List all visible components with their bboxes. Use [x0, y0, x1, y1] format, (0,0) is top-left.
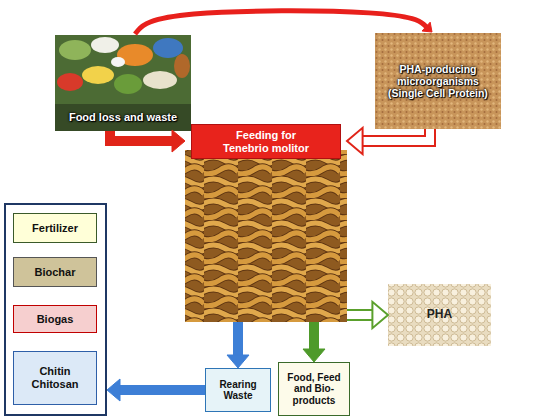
flow-arrow — [347, 302, 388, 328]
node-text: Food loss and waste — [65, 111, 181, 131]
photo-box: PHA — [388, 284, 491, 346]
arrow-shaft — [347, 309, 373, 321]
pha-beads-photo — [388, 284, 491, 346]
arrow-head — [107, 379, 120, 401]
arrow-shaft-inner — [347, 311, 373, 319]
arrow-shaft-inner — [362, 129, 430, 141]
arrow-shaft — [135, 11, 427, 34]
process-box: Food, Feed and Bio-products — [278, 362, 350, 416]
food-waste-photo — [55, 35, 191, 131]
node-text: Biogas — [33, 311, 78, 328]
arrow-head — [172, 130, 185, 152]
arrow-shaft — [119, 385, 205, 395]
photo-box: PHA-producing microorganisms (Single Cel… — [375, 33, 501, 129]
arrow-head — [372, 302, 388, 328]
process-box: Rearing Waste — [205, 368, 271, 412]
arrow-shaft — [110, 131, 173, 141]
product-box: Biochar — [13, 257, 97, 287]
node-text: Feeding for Tenebrio molitor — [191, 124, 341, 159]
product-panel: FertilizerBiocharBiogasChitin Chitosan — [4, 203, 107, 416]
node-text: PHA — [423, 308, 456, 322]
flow-arrow — [227, 322, 249, 368]
feeding-box: Feeding for Tenebrio molitor — [185, 124, 347, 322]
microorganism-photo — [375, 33, 501, 129]
node-text: Biochar — [31, 264, 80, 281]
arrow-head — [303, 349, 325, 362]
flow-arrow — [107, 379, 205, 401]
product-box: Fertilizer — [13, 213, 97, 243]
flow-arrow — [347, 128, 430, 154]
mealworm-photo — [185, 150, 347, 322]
arrow-shaft — [233, 322, 243, 356]
arrow-head — [422, 22, 432, 32]
product-box: Chitin Chitosan — [13, 351, 97, 405]
flow-arrow — [135, 11, 432, 34]
node-text: Fertilizer — [28, 220, 82, 237]
flow-arrow — [110, 130, 185, 152]
node-text: PHA-producing microorganisms (Single Cel… — [375, 63, 501, 99]
arrow-head — [227, 355, 249, 368]
node-text: Rearing Waste — [206, 377, 270, 404]
node-text: Chitin Chitosan — [14, 363, 96, 392]
product-box: Biogas — [13, 305, 97, 333]
arrow-head — [347, 128, 363, 154]
arrow-shaft — [362, 129, 430, 141]
flow-arrow — [303, 322, 325, 362]
arrow-shaft — [309, 322, 319, 350]
node-text: Food, Feed and Bio-products — [279, 370, 349, 409]
photo-box: Food loss and waste — [55, 35, 191, 131]
